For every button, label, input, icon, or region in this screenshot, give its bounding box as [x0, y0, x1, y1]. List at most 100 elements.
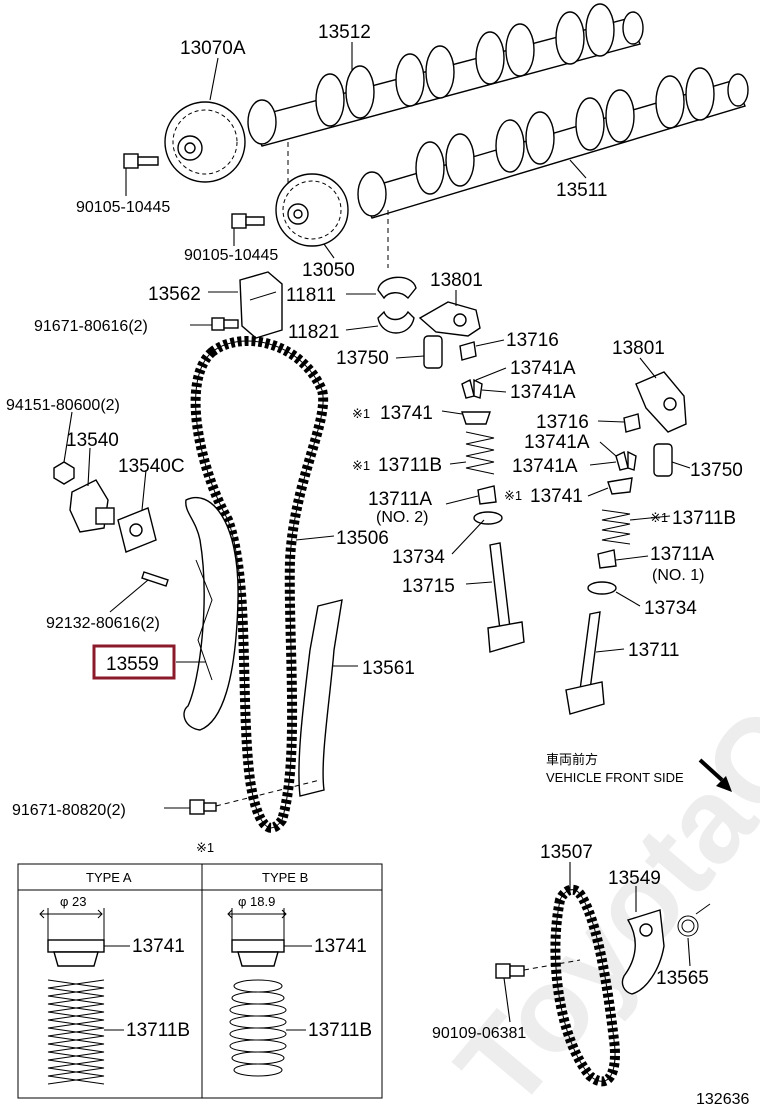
label-13050[interactable]: 13050 — [302, 260, 355, 281]
bolt-90105-10445-a[interactable] — [123, 153, 159, 169]
type-a-header: TYPE A — [86, 870, 132, 885]
stud-92132-80616[interactable] — [141, 571, 169, 587]
chain-guide-13561[interactable] — [298, 599, 343, 797]
valve-seal-13711A-b[interactable] — [597, 549, 617, 569]
ref-mark-1: ※1 — [352, 406, 370, 421]
label-13801-a[interactable]: 13801 — [430, 270, 483, 291]
chain-13507[interactable] — [550, 884, 620, 1087]
label-13741A-4[interactable]: 13741A — [512, 456, 578, 477]
gasket-13540C[interactable] — [117, 507, 157, 553]
label-13716-b[interactable]: 13716 — [536, 412, 589, 433]
label-11811[interactable]: 11811 — [286, 285, 336, 306]
front-side-en: VEHICLE FRONT SIDE — [546, 770, 684, 785]
label-13801-b[interactable]: 13801 — [612, 338, 665, 359]
table-13741-b: 13741 — [314, 936, 367, 957]
label-13562[interactable]: 13562 — [148, 284, 201, 305]
lash-adjuster-13750-b[interactable] — [653, 443, 673, 477]
valve-seat-13734-b[interactable] — [587, 581, 617, 595]
spring-retainer-13741-b[interactable] — [607, 477, 633, 495]
label-90105-10445-a[interactable]: 90105-10445 — [76, 199, 170, 216]
label-13540C[interactable]: 13540C — [118, 456, 185, 477]
label-94151-80600[interactable]: 94151-80600(2) — [6, 397, 120, 414]
label-91671-80820[interactable]: 91671-80820(2) — [12, 802, 126, 819]
bearing-11821[interactable] — [377, 310, 415, 334]
valve-spring-13711B-b[interactable] — [601, 509, 631, 545]
table-13711B-a: 13711B — [126, 1020, 190, 1041]
bolt-91671-80820[interactable] — [189, 799, 217, 815]
label-13070A[interactable]: 13070A — [180, 38, 246, 59]
label-13741A-1[interactable]: 13741A — [510, 358, 576, 379]
label-91671-80616[interactable]: 91671-80616(2) — [34, 318, 148, 335]
label-13511[interactable]: 13511 — [556, 180, 607, 201]
diagram-code: 132636 — [696, 1091, 749, 1108]
rocker-arm-13801-a[interactable] — [418, 301, 481, 337]
label-13750-b[interactable]: 13750 — [690, 460, 743, 481]
nut-94151-80600[interactable] — [53, 461, 75, 485]
rocker-arm-13801-b[interactable] — [635, 371, 687, 433]
label-13507[interactable]: 13507 — [540, 842, 593, 863]
label-13715[interactable]: 13715 — [402, 576, 455, 597]
label-no1: (NO. 1) — [652, 567, 704, 584]
adjuster-13716-a[interactable] — [459, 341, 477, 361]
tensioner-arm-13549[interactable] — [621, 909, 665, 995]
timing-chain-13506[interactable] — [190, 336, 329, 833]
chain-tensioner-13540[interactable] — [69, 479, 115, 533]
label-13711B-a[interactable]: 13711B — [378, 455, 442, 476]
label-13711B-b[interactable]: 13711B — [672, 508, 736, 529]
front-side-jp: 車両前方 — [546, 752, 598, 767]
ref-mark-3: ※1 — [504, 488, 522, 503]
adjuster-13716-b[interactable] — [623, 413, 641, 433]
label-13565[interactable]: 13565 — [656, 968, 709, 989]
ref-mark-table: ※1 — [196, 840, 214, 855]
valve-keeper-13741A-b[interactable] — [615, 450, 637, 471]
bearing-11811[interactable] — [377, 276, 417, 300]
label-no2: (NO. 2) — [376, 509, 428, 526]
label-13506[interactable]: 13506 — [336, 528, 389, 549]
valve-seal-13711A-a[interactable] — [477, 485, 497, 505]
highlight-13559[interactable]: 13559 — [92, 644, 176, 680]
label-13716-a[interactable]: 13716 — [506, 330, 559, 351]
label-13734-b[interactable]: 13734 — [644, 598, 697, 619]
front-side-note: 車両前方 VEHICLE FRONT SIDE — [546, 752, 684, 785]
camshaft-exhaust-13511[interactable] — [357, 67, 749, 219]
label-90109-06381[interactable]: 90109-06381 — [432, 1025, 526, 1042]
type-table: ※1 TYPE A TYPE B φ 23 13741 13711B φ 18.… — [17, 840, 383, 1099]
label-13711[interactable]: 13711 — [628, 640, 679, 661]
valve-13715[interactable] — [487, 542, 525, 653]
spring-13565[interactable] — [677, 903, 711, 937]
valve-keeper-13741A-a[interactable] — [461, 378, 483, 399]
label-13741-b[interactable]: 13741 — [530, 486, 583, 507]
vvt-gear-13050[interactable] — [275, 173, 349, 247]
valve-seat-13734-a[interactable] — [473, 511, 503, 525]
bolt-90105-10445-b[interactable] — [231, 213, 265, 229]
label-11821[interactable]: 11821 — [288, 322, 339, 343]
bolt-90109-06381[interactable] — [495, 963, 525, 979]
label-13734-a[interactable]: 13734 — [392, 547, 445, 568]
label-13561[interactable]: 13561 — [362, 658, 415, 679]
chain-slipper-13559[interactable] — [183, 496, 239, 731]
label-13559[interactable]: 13559 — [106, 654, 159, 675]
type-a-diagram: φ 23 13741 13711B — [39, 894, 190, 1085]
label-13741-a[interactable]: 13741 — [380, 403, 433, 424]
label-13741A-2[interactable]: 13741A — [510, 382, 576, 403]
label-92132-80616[interactable]: 92132-80616(2) — [46, 615, 160, 632]
part-labels: 13512 13070A 90105-10445 90105-10445 130… — [6, 22, 743, 1042]
bolt-91671-80616[interactable] — [211, 317, 239, 331]
spring-retainer-13741-a[interactable] — [461, 411, 491, 425]
vvt-gear-13070A[interactable] — [164, 101, 246, 183]
type-a-diameter: φ 23 — [60, 894, 87, 909]
valve-spring-13711B-a[interactable] — [465, 431, 495, 475]
label-13711A-a[interactable]: 13711A — [368, 489, 432, 510]
label-90105-10445-b[interactable]: 90105-10445 — [184, 247, 278, 264]
camshaft-intake-13512[interactable] — [247, 3, 644, 147]
label-13549[interactable]: 13549 — [608, 868, 661, 889]
label-13750-a[interactable]: 13750 — [336, 348, 389, 369]
label-13741A-3[interactable]: 13741A — [524, 432, 590, 453]
label-13540[interactable]: 13540 — [66, 430, 119, 451]
bearing-cap-13562[interactable] — [239, 271, 283, 339]
lash-adjuster-13750-a[interactable] — [423, 335, 443, 369]
label-13711A-b[interactable]: 13711A — [650, 544, 714, 565]
valve-13711[interactable] — [565, 611, 605, 715]
label-13512[interactable]: 13512 — [318, 22, 371, 43]
